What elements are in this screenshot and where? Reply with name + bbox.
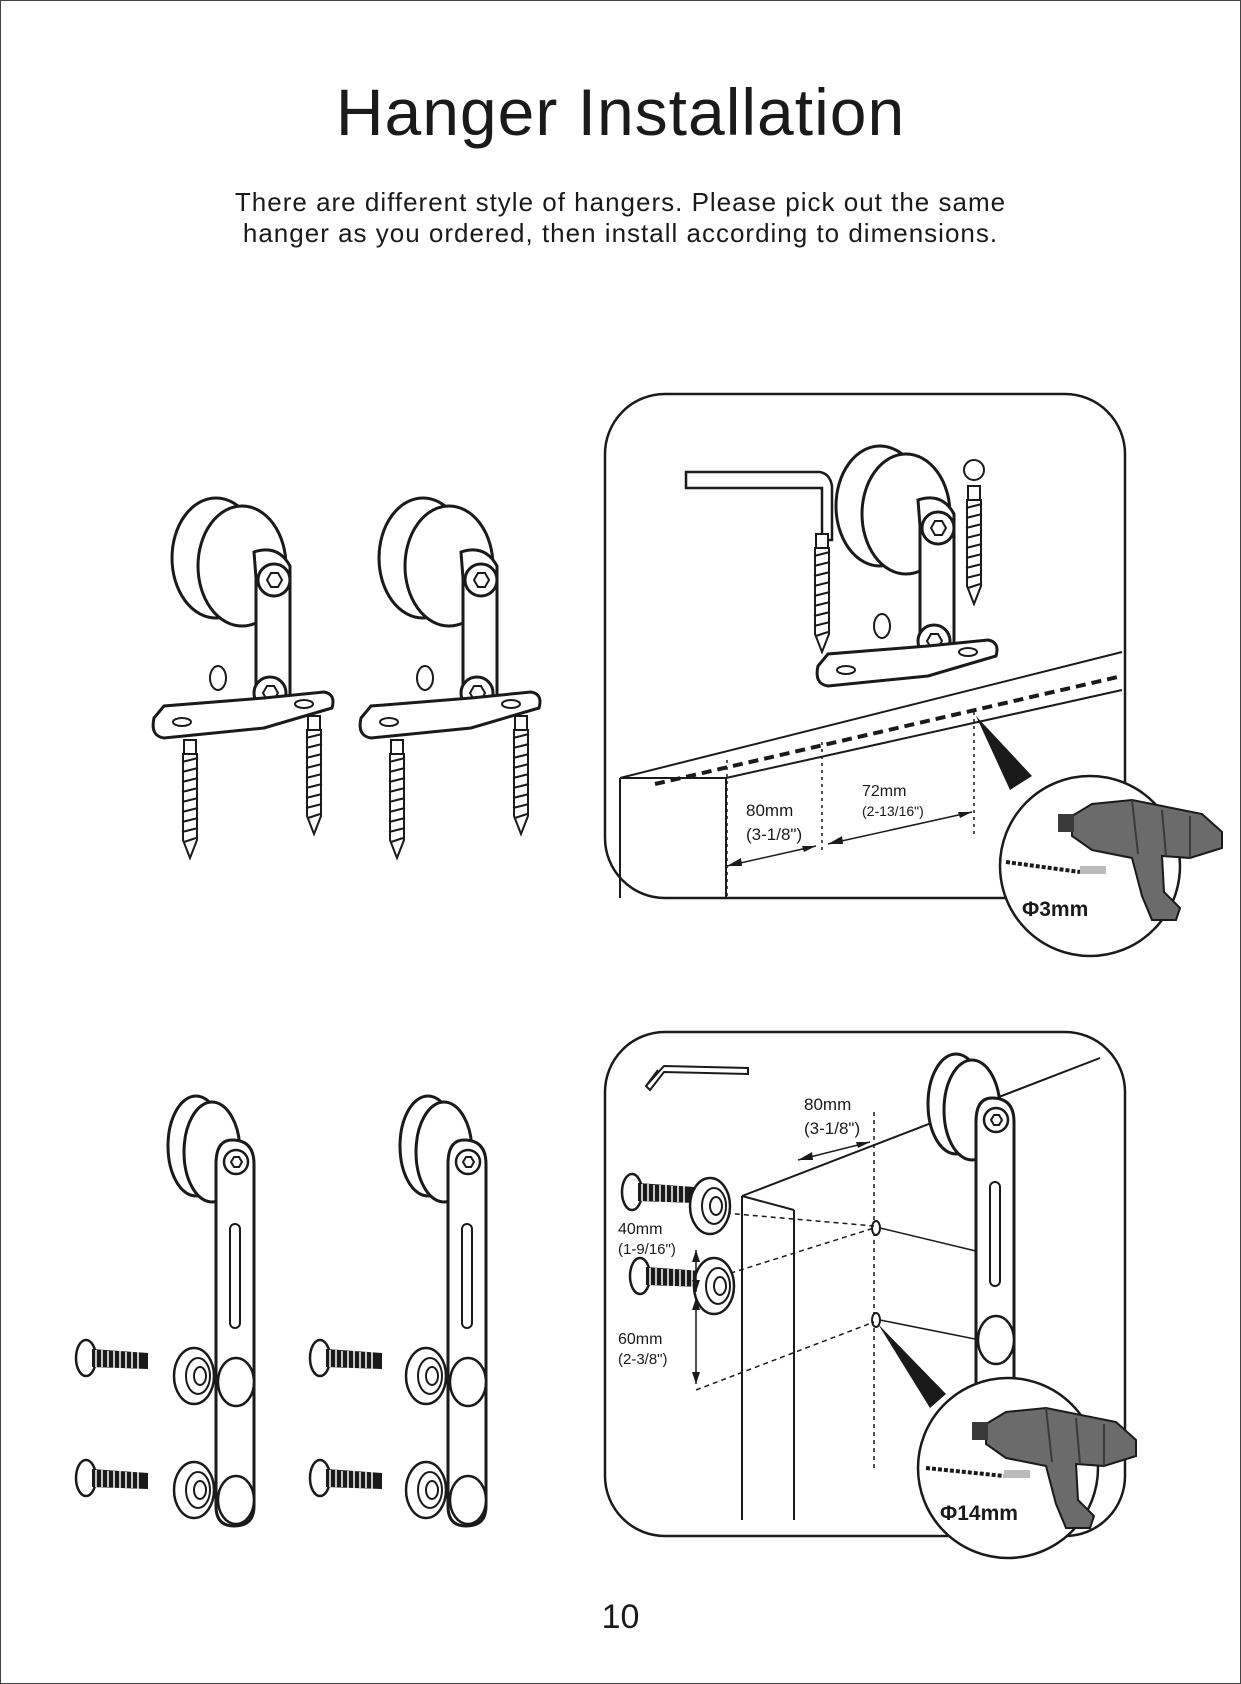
bottom-drill-bit-size: Φ14mm	[940, 1502, 1018, 1525]
top-install-diagram: 80mm (3-1/8") 72mm (2-13/16") Φ3mm	[603, 392, 1223, 958]
page-number: 10	[601, 1598, 640, 1636]
hanger-style-a-pair	[151, 496, 542, 859]
bottom-dim-80mm: 80mm	[804, 1095, 851, 1114]
instructions-line-2: hanger as you ordered, then install acco…	[242, 218, 999, 248]
page-title: Hanger Installation	[335, 75, 906, 149]
bottom-dim-60mm: 60mm	[618, 1331, 662, 1348]
top-drill-bit-size: Φ3mm	[1022, 898, 1088, 921]
hanger-style-b-pair	[74, 1094, 488, 1528]
instructions-line-1: There are different style of hangers. Pl…	[234, 187, 1007, 217]
top-dim-80mm-inches: (3-1/8")	[746, 825, 802, 844]
bottom-dim-60mm-inches: (2-3/8")	[618, 1351, 668, 1368]
top-dim-72mm-inches: (2-13/16")	[862, 803, 924, 819]
bottom-install-diagram: 80mm (3-1/8") 40mm (1-9/16") 60mm (2-3/8…	[603, 1030, 1137, 1560]
top-dim-72mm: 72mm	[862, 783, 906, 800]
bottom-dim-40mm: 40mm	[618, 1221, 662, 1238]
top-dim-80mm: 80mm	[746, 801, 793, 820]
bottom-dim-40mm-inches: (1-9/16")	[618, 1241, 676, 1258]
bottom-dim-80mm-inches: (3-1/8")	[804, 1119, 860, 1138]
